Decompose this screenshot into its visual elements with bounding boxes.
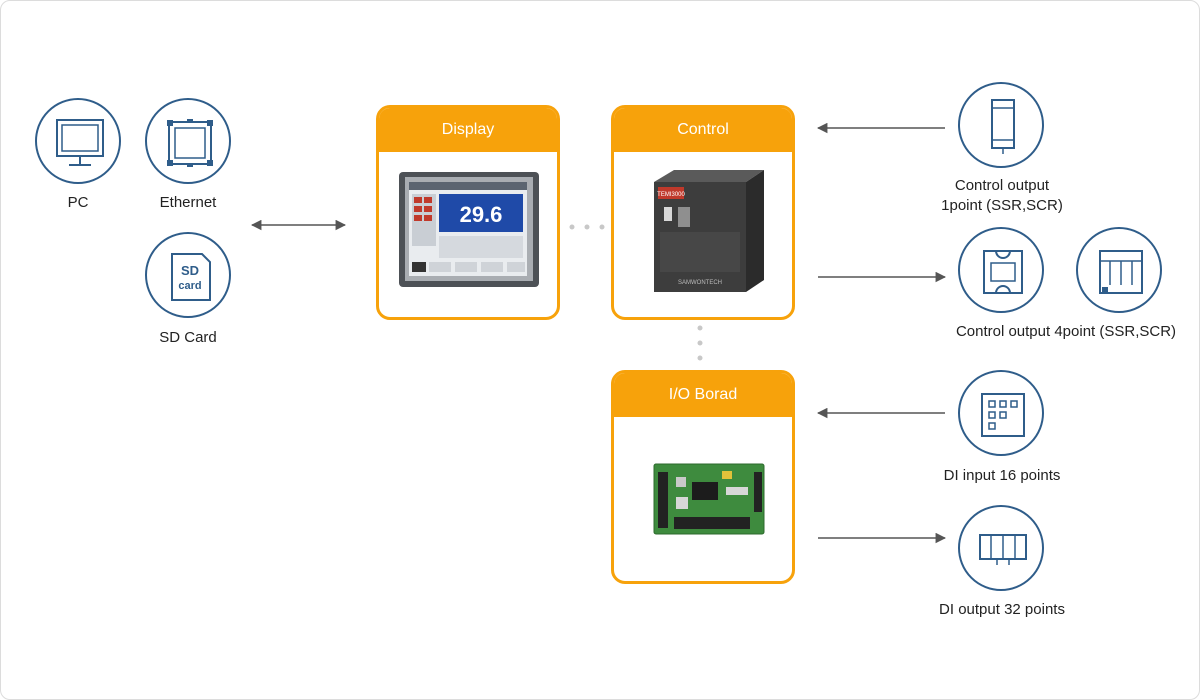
ssr-single-icon xyxy=(958,82,1044,168)
di-input-label: DI input 16 points xyxy=(943,467,1061,484)
sd-card-icon: SD card xyxy=(145,232,231,318)
control-box: Control TEMI3000 SAMWONTECH xyxy=(611,105,795,320)
svg-text:29.6: 29.6 xyxy=(460,202,503,227)
ethernet-label: Ethernet xyxy=(159,194,217,211)
control-output-1-label-line1: Control output xyxy=(954,177,1050,194)
display-title: Display xyxy=(379,108,557,152)
svg-text:card: card xyxy=(178,280,201,292)
di-output-icon xyxy=(958,505,1044,591)
control-title: Control xyxy=(614,108,792,152)
display-device-image: 29.6 xyxy=(379,152,557,317)
svg-text:SAMWONTECH: SAMWONTECH xyxy=(678,280,722,286)
ssr-module-icon xyxy=(958,227,1044,313)
di-output-label: DI output 32 points xyxy=(939,601,1065,618)
io-board-box: I/O Borad xyxy=(611,370,795,584)
svg-text:TEMI3000: TEMI3000 xyxy=(657,192,685,198)
io-board-image xyxy=(614,417,792,581)
pc-label: PC xyxy=(67,194,89,211)
di-input-icon xyxy=(958,370,1044,456)
sd-card-label: SD Card xyxy=(159,329,217,346)
control-output-1-label-line2: 1point (SSR,SCR) xyxy=(941,197,1063,214)
relay-block-icon xyxy=(1076,227,1162,313)
io-board-title: I/O Borad xyxy=(614,373,792,417)
control-output-4-label: Control output 4point (SSR,SCR) xyxy=(955,323,1177,340)
display-box: Display 29.6 xyxy=(376,105,560,320)
ethernet-icon xyxy=(145,98,231,184)
svg-text:SD: SD xyxy=(181,263,199,278)
pc-icon xyxy=(35,98,121,184)
control-device-image: TEMI3000 SAMWONTECH xyxy=(614,152,792,317)
